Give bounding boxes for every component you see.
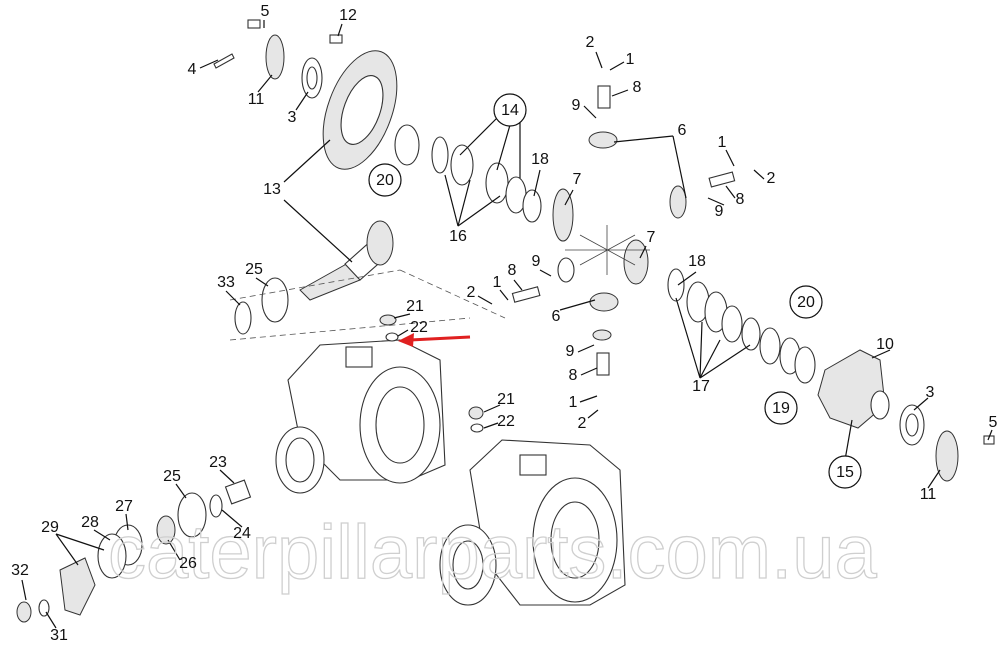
callout: 25	[245, 261, 263, 278]
watermark: caterpillarparts.com.ua	[108, 510, 877, 595]
callout: 26	[179, 555, 197, 572]
circled-callout-markers	[368, 93, 862, 489]
callout-labels: 5 12 4 11 3 2 1 8 9 6 14 18 20 13 16 7 1…	[11, 3, 997, 644]
callout: 7	[573, 171, 582, 188]
callout: 3	[288, 109, 297, 126]
callout: 4	[188, 61, 197, 78]
callout: 9	[566, 343, 575, 360]
callout: 12	[339, 7, 357, 24]
callout-circled: 14	[501, 102, 519, 119]
callout: 32	[11, 562, 29, 579]
callout: 8	[633, 79, 642, 96]
callout: 17	[692, 378, 710, 395]
callout: 28	[81, 514, 99, 531]
callout: 9	[572, 97, 581, 114]
callout-circled: 20	[797, 294, 815, 311]
callout: 2	[767, 170, 776, 187]
callout: 9	[715, 203, 724, 220]
callout: 7	[647, 229, 656, 246]
callout: 8	[508, 262, 517, 279]
callout: 3	[926, 384, 935, 401]
callout: 5	[261, 3, 270, 20]
differential-case	[817, 349, 995, 482]
differential-gears	[431, 85, 816, 384]
callout: 6	[678, 122, 687, 139]
callout: 6	[552, 308, 561, 325]
axle-housing-upper	[275, 314, 446, 494]
callout: 13	[263, 181, 281, 198]
callout: 8	[736, 191, 745, 208]
callout: 11	[248, 91, 265, 108]
callout: 10	[876, 336, 894, 353]
callout: 21	[406, 298, 424, 315]
callout: 22	[410, 319, 428, 336]
callout: 27	[115, 498, 133, 515]
callout: 29	[41, 519, 59, 536]
callout-circled: 15	[836, 464, 854, 481]
callout: 8	[569, 367, 578, 384]
callout: 16	[449, 228, 467, 245]
callout: 2	[578, 415, 587, 432]
callout: 22	[497, 413, 515, 430]
callout: 9	[532, 253, 541, 270]
callout: 24	[233, 525, 251, 542]
callout: 1	[493, 274, 502, 291]
input-yoke-group	[16, 479, 252, 623]
callout: 33	[217, 274, 235, 291]
callout: 18	[531, 151, 549, 168]
callout: 21	[497, 391, 515, 408]
ring-gear-pinion-group	[213, 19, 506, 341]
callout: 25	[163, 468, 181, 485]
callout: 1	[569, 394, 578, 411]
highlight-arrow	[398, 333, 471, 347]
callout: 18	[688, 253, 706, 270]
callout-circled: 19	[772, 400, 790, 417]
callout: 1	[718, 134, 727, 151]
callout: 2	[467, 284, 476, 301]
callout: 23	[209, 454, 227, 471]
axle-housing-lower	[439, 406, 626, 606]
callout: 31	[50, 627, 68, 644]
callout: 11	[920, 486, 937, 503]
leader-lines	[21, 20, 993, 629]
callout-circled: 20	[376, 172, 394, 189]
callout: 2	[586, 34, 595, 51]
callout: 1	[626, 51, 635, 68]
callout: 5	[989, 414, 998, 431]
